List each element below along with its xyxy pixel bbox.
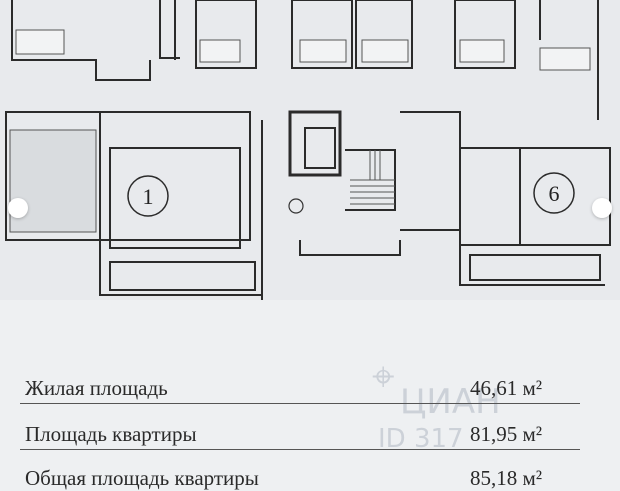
- total-area-label: Общая площадь квартиры: [25, 466, 259, 490]
- total-area-value: 85,18 м²: [470, 466, 543, 490]
- apartment-1-marker: [127, 175, 169, 217]
- apartment-area-label: Площадь квартиры: [25, 422, 197, 446]
- divider: [20, 449, 580, 450]
- next-dot-icon[interactable]: [592, 198, 612, 218]
- watermark-brand: ЦИАН: [400, 382, 501, 422]
- apartment-1-number: 1: [143, 184, 154, 209]
- prev-dot-icon[interactable]: [8, 198, 28, 218]
- apartment-6-number: 6: [549, 181, 560, 206]
- divider: [20, 403, 580, 404]
- apartment-6-marker: [533, 172, 575, 214]
- living-area-value: 46,61 м²: [470, 376, 543, 400]
- living-area-label: Жилая площадь: [25, 376, 168, 400]
- apartment-area-value: 81,95 м²: [470, 422, 543, 446]
- symbol-icon: [288, 198, 304, 214]
- cian-logo-icon: ⌖: [372, 354, 395, 400]
- floor-plan: 1 6: [5, 0, 611, 300]
